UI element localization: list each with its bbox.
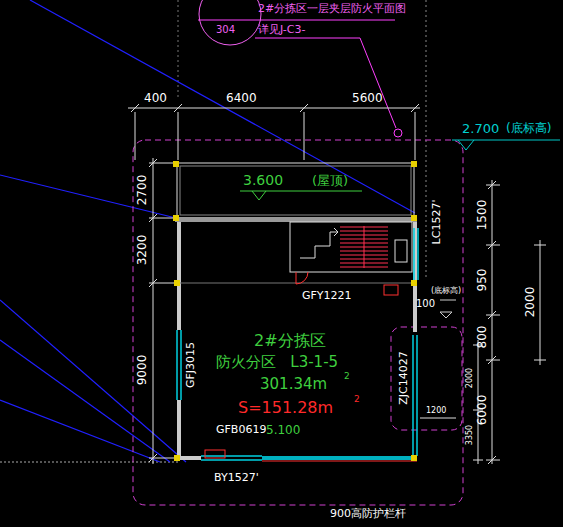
annotation-label: 100 (416, 298, 435, 309)
dimension-text: 9000 (136, 355, 149, 386)
zone-label: 301.34m (260, 376, 327, 393)
annotation-label: (底标高) (431, 287, 461, 296)
grid-line (178, 0, 179, 100)
annotation-label: GFY1221 (302, 290, 352, 302)
column (173, 161, 417, 461)
annotation-label: GFB0619 (216, 424, 266, 436)
zone-label: S=151.28m (238, 399, 333, 417)
annotation-label: 5.100 (266, 424, 300, 437)
annotation-label: 400 (144, 92, 167, 105)
dimension-text: ZJC14027 (398, 351, 410, 404)
fire-door (384, 285, 398, 295)
annotation-label: BY1527' (214, 472, 259, 484)
boundary-outline (133, 140, 463, 505)
dimension-line (149, 158, 174, 464)
dimension-text: LC1527' (431, 200, 443, 245)
walls (175, 217, 417, 461)
fire-door (205, 450, 225, 458)
dimension-text: 3350 (466, 425, 475, 445)
stair (290, 222, 412, 272)
annotation-label: 2.700 (462, 122, 499, 136)
dimension-text: 950 (476, 269, 489, 292)
callout-leader (198, 20, 402, 137)
annotation-label: (底标高) (506, 122, 551, 135)
dimension-line (420, 180, 546, 464)
zone-label: 2#分拣区 (254, 332, 326, 350)
dimension-text: GFJ3015 (185, 342, 197, 388)
annotation-label: 2#分拣区一层夹层防火平面图 (258, 3, 406, 15)
grid-line (0, 462, 178, 463)
annotation-label: 1200 (426, 407, 446, 416)
circle-outline (198, 0, 262, 46)
annotation-label: 5600 (352, 92, 383, 105)
dimension-text: 800 (476, 326, 489, 349)
blue-lines (0, 0, 415, 462)
zone-label: 304 (216, 24, 235, 35)
zone-label: 防火分区 L3-1-5 (216, 354, 338, 371)
annotation-label: 详见J-C3- (258, 24, 305, 36)
annotation-label: 3.600 (243, 173, 283, 188)
dimension-text: 2000 (524, 287, 537, 318)
annotation-label: 6400 (226, 92, 257, 105)
superscript: 2 (354, 395, 360, 405)
roof-outline (177, 163, 414, 218)
fire-zone-room: 2#分拣区防火分区 L3-1-5301.34m2S=151.28m2 (178, 290, 413, 455)
door-swing (296, 272, 308, 284)
dimension-text: 6000 (476, 395, 489, 426)
annotation-label: 900高防护栏杆 (330, 508, 406, 520)
callout-circle: 304 (198, 0, 262, 46)
dimension-text: 3200 (136, 235, 149, 266)
boundary-outline (391, 327, 462, 430)
dimension-text: 1500 (476, 200, 489, 231)
dimension-text: 2700 (136, 175, 149, 206)
window (177, 228, 418, 460)
dimension-line (128, 104, 420, 160)
superscript: 2 (344, 372, 350, 382)
dimension-text: 2000 (466, 368, 475, 388)
annotation-label: (屋顶) (312, 174, 348, 188)
elevation-marker (240, 140, 560, 318)
